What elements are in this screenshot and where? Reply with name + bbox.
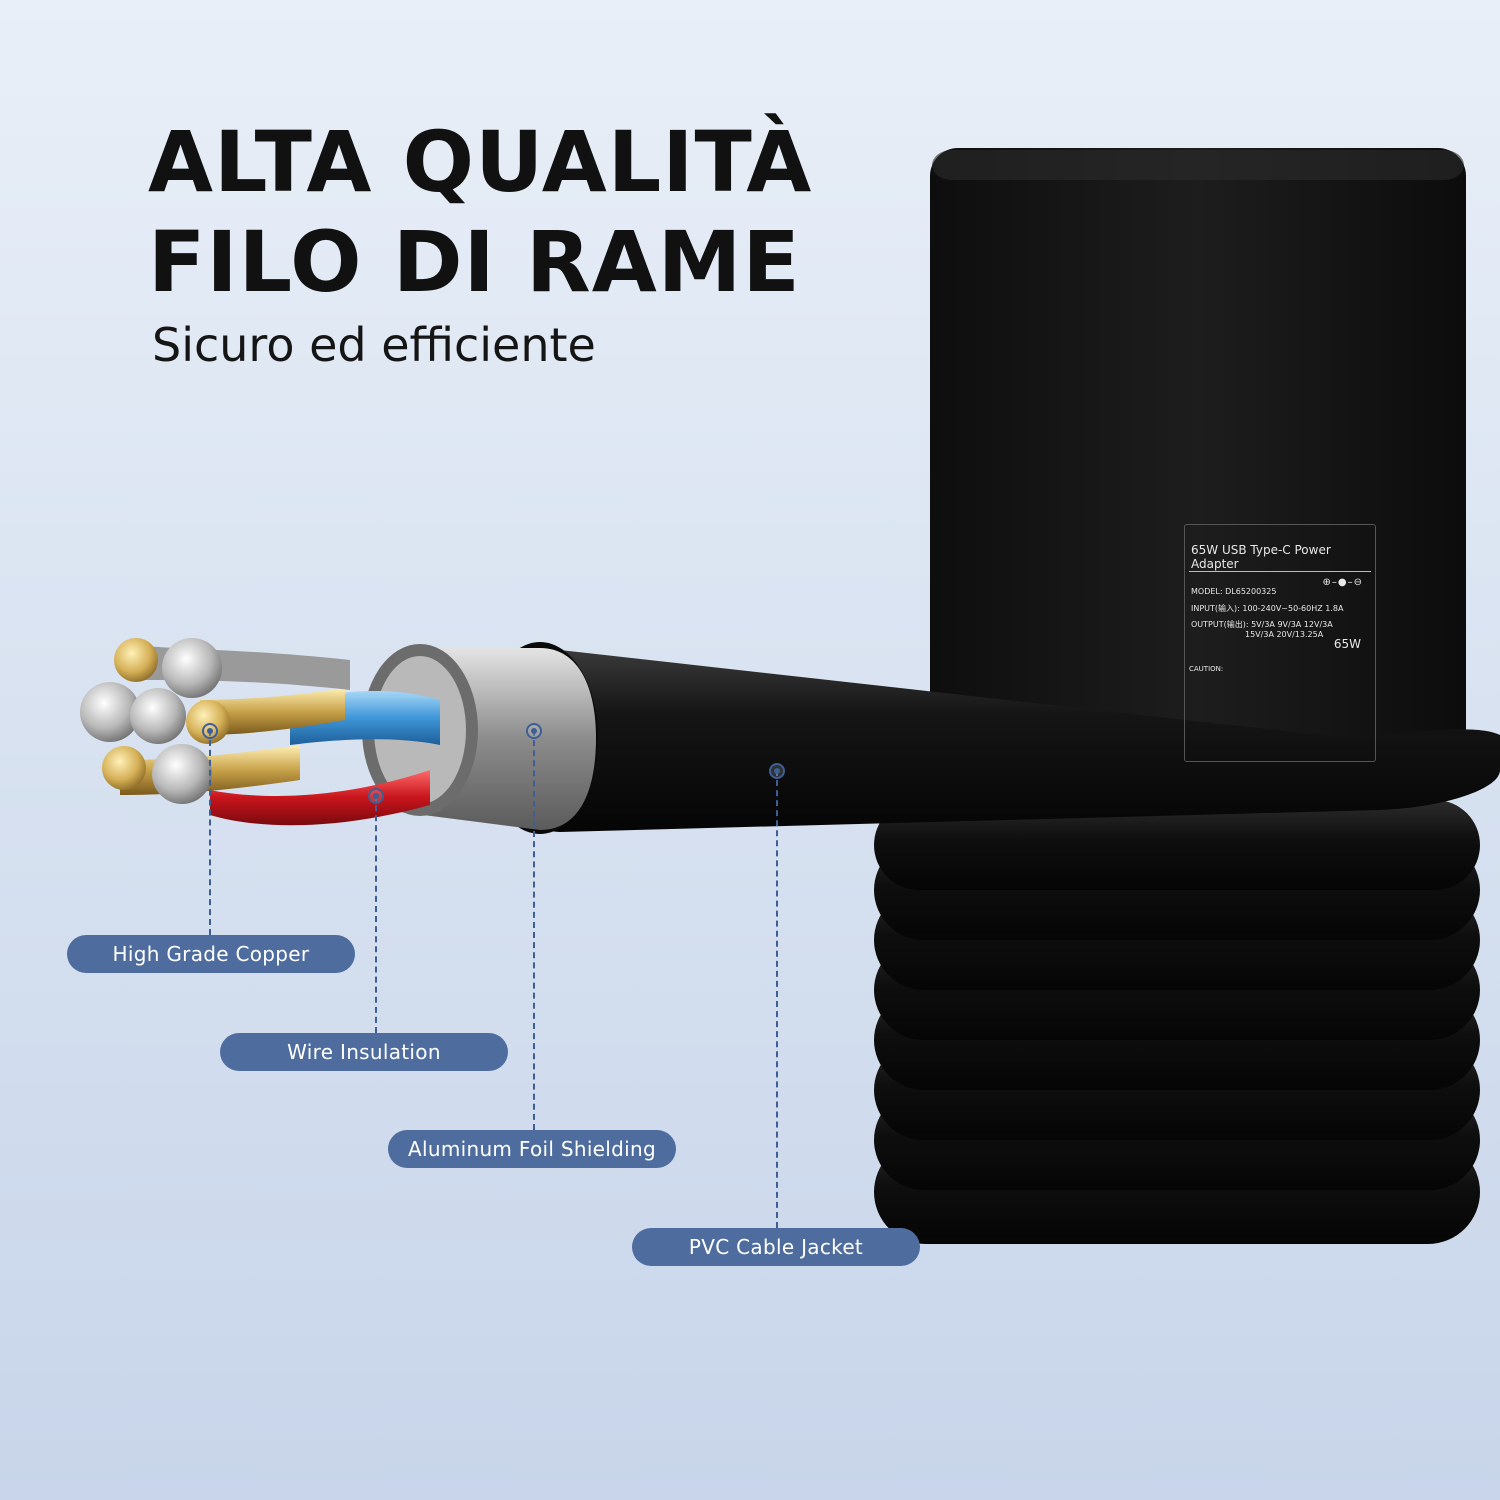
headline: ALTA QUALITÀ FILO DI RAME: [148, 112, 812, 312]
adapter-label-title: 65W USB Type-C Power Adapter: [1191, 543, 1331, 571]
copper-strand-ends: [80, 638, 230, 804]
leader-line-copper: [209, 730, 211, 935]
leader-line-jacket: [776, 770, 778, 1228]
subtitle: Sicuro ed efficiente: [152, 318, 596, 372]
marker-dot-jacket: [769, 763, 785, 779]
polarity-symbol-icon: ⊕–●–⊖: [1322, 577, 1363, 588]
leader-line-foil: [533, 730, 535, 1130]
leader-line-insulation: [375, 795, 377, 1033]
callout-high-grade-copper: High Grade Copper: [67, 935, 355, 973]
marker-dot-copper: [202, 723, 218, 739]
adapter-caution: CAUTION:: [1189, 665, 1224, 673]
callout-aluminum-foil-shielding: Aluminum Foil Shielding: [388, 1130, 676, 1168]
callout-pvc-cable-jacket: PVC Cable Jacket: [632, 1228, 920, 1266]
adapter-input: INPUT(输入): 100-240V~50-60HZ 1.8A: [1191, 604, 1344, 613]
headline-line-2: FILO DI RAME: [148, 213, 801, 311]
power-adapter-body: [930, 148, 1466, 760]
adapter-output-2: 15V/3A 20V/13.25A: [1245, 630, 1324, 639]
adapter-spec-label: 65W USB Type-C Power Adapter ⊕–●–⊖ MODEL…: [1184, 524, 1376, 762]
adapter-output-1: OUTPUT(输出): 5V/3A 9V/3A 12V/3A: [1191, 620, 1333, 629]
headline-line-1: ALTA QUALITÀ: [148, 113, 813, 211]
coiled-cable: [874, 800, 1480, 1244]
adapter-wattage: 65W: [1333, 637, 1361, 651]
marker-dot-insulation: [368, 788, 384, 804]
adapter-label-divider: [1189, 571, 1371, 572]
callout-wire-insulation: Wire Insulation: [220, 1033, 508, 1071]
adapter-model: MODEL: DL65200325: [1191, 587, 1277, 596]
marker-dot-foil: [526, 723, 542, 739]
